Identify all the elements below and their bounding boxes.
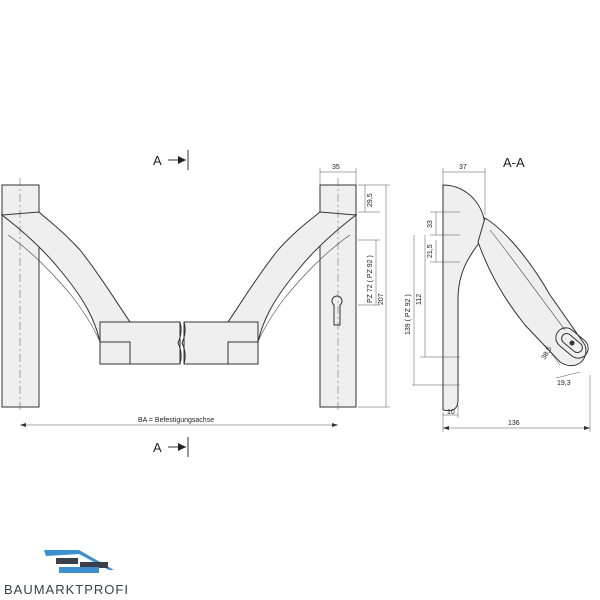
dim-37: 37 — [459, 164, 467, 171]
dim-207: 207 — [378, 293, 385, 305]
dim-10: 10 — [447, 409, 455, 416]
dim-136: 136 — [508, 420, 520, 427]
logo-text: BAUMARKTPROFI — [4, 582, 129, 597]
dim-112: 112 — [416, 294, 423, 305]
dim-21-5: 21,5 — [427, 244, 434, 258]
keyhole-icon — [331, 295, 343, 326]
section-title: A-A — [503, 155, 525, 170]
side-view: A-A 37 33 21,5 112 139 ( PZ 92 ) 38 — [405, 155, 591, 432]
dim-29-5: 29,5 — [367, 193, 374, 207]
baumarktprofi-logo — [44, 550, 114, 573]
dim-width-top: 35 — [332, 164, 340, 171]
dim-pz72: PZ 72 ( PZ 92 ) — [367, 255, 374, 303]
front-view: A A 35 29,5 PZ 72 ( PZ 92 ) 207 BA = Bef… — [0, 150, 390, 457]
lever-end — [555, 327, 589, 359]
section-mark-top: A — [153, 153, 162, 168]
section-mark-bottom: A — [153, 440, 162, 455]
dim-19-3: 19,3 — [557, 380, 571, 387]
dim-139: 139 ( PZ 92 ) — [405, 294, 412, 335]
side-lever — [477, 217, 587, 367]
dim-33: 33 — [427, 220, 434, 228]
dim-ba: BA = Befestigungsachse — [138, 417, 214, 424]
side-backplate — [442, 184, 486, 412]
